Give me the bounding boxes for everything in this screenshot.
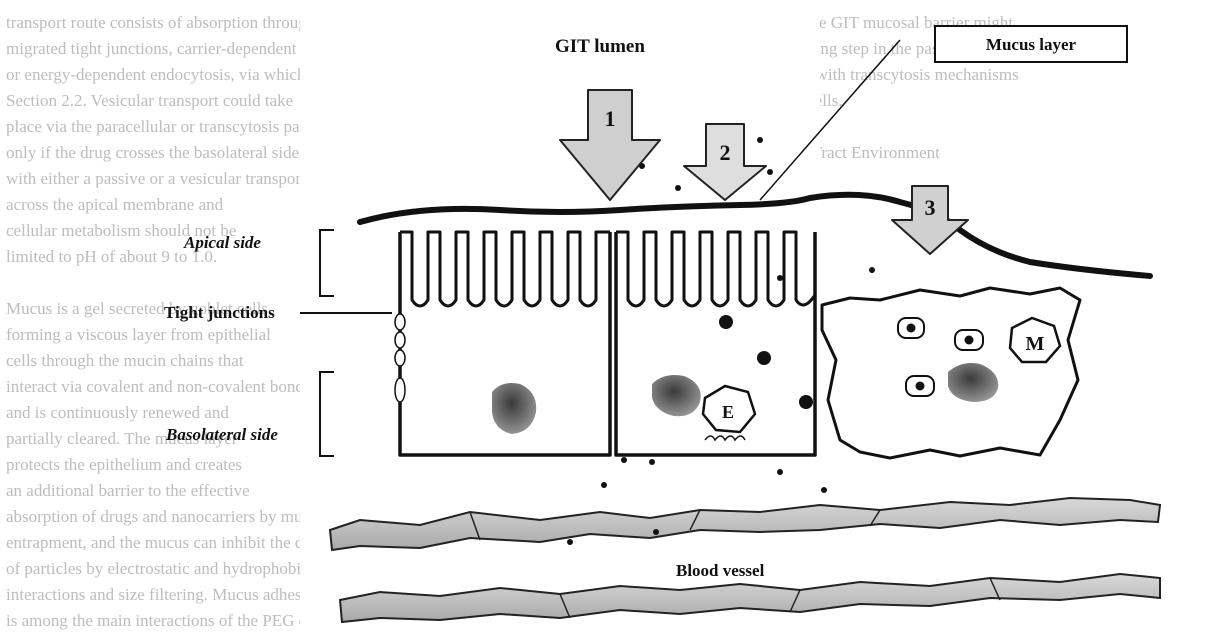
apical-label: Apical side (183, 233, 261, 252)
enterocyte-label: E (722, 402, 734, 422)
lymphocyte (955, 330, 983, 350)
tight-junctions (395, 314, 405, 402)
lumen-label: GIT lumen (555, 36, 645, 57)
lymphocyte (898, 318, 924, 338)
particle (621, 457, 627, 463)
tight-junction-oval (395, 314, 405, 330)
tight-junction-oval (395, 332, 405, 348)
particle (821, 487, 827, 493)
mucus-label: Mucus layer (986, 35, 1077, 54)
particle (675, 185, 681, 191)
route-number-1: 1 (605, 106, 616, 131)
particle (869, 267, 875, 273)
particle (719, 315, 733, 329)
diagram-backdrop-right (820, 160, 1150, 480)
particle (649, 459, 655, 465)
basolateral-label: Basolateral side (165, 425, 278, 444)
m-cell-label: M (1026, 333, 1045, 355)
particle (601, 482, 607, 488)
particle (799, 395, 813, 409)
route-number-3: 3 (925, 195, 936, 220)
particle (777, 469, 783, 475)
lymphocyte (906, 376, 934, 396)
particle (767, 169, 773, 175)
particle (757, 351, 771, 365)
blood-vessel-label: Blood vessel (676, 561, 765, 580)
particle (777, 275, 783, 281)
tight-junction-oval (395, 350, 405, 366)
tight-junction-oval (395, 378, 405, 402)
route-number-2: 2 (720, 140, 731, 165)
tight-junctions-label: Tight junctions (164, 303, 275, 322)
particle (567, 539, 573, 545)
particle (653, 529, 659, 535)
particle (757, 137, 763, 143)
